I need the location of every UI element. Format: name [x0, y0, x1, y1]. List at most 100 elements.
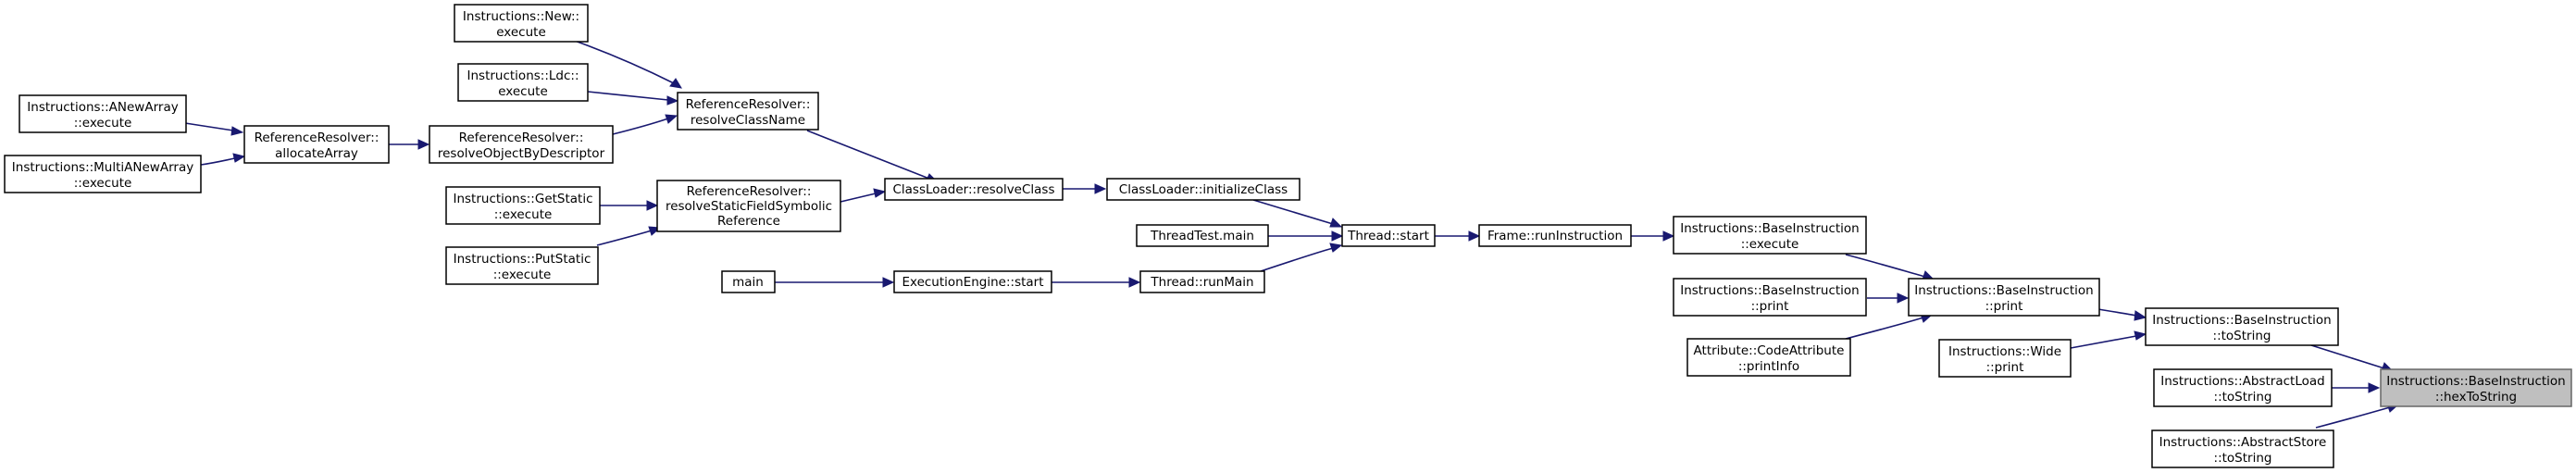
node-referenceresolver-resolvestaticfield[interactable]: ReferenceResolver:: resolveStaticFieldSy… [656, 180, 841, 232]
edge-frame-to-biexec [1631, 230, 1675, 242]
node-label-line: ::hexToString [2435, 390, 2517, 405]
node-label-line: ThreadTest.main [1150, 229, 1254, 243]
node-label-line: Reference [717, 214, 780, 229]
edge-ldc-to-resolveclassname [587, 91, 679, 106]
edge-runmain-to-tstart [1260, 243, 1343, 272]
edge-biprint2-to-biprint [1867, 293, 1910, 304]
node-referenceresolver-resolveobjectbydescriptor[interactable]: ReferenceResolver:: resolveObjectByDescr… [429, 125, 614, 164]
node-label-line: ::printInfo [1738, 359, 1799, 374]
node-label-line: ExecutionEngine::start [902, 275, 1043, 290]
edge-biexec-to-biprint [1845, 254, 1935, 280]
edges [184, 39, 2400, 429]
node-putstatic-execute[interactable]: Instructions::PutStatic ::execute [445, 246, 599, 285]
node-getstatic-execute[interactable]: Instructions::GetStatic ::execute [445, 186, 601, 225]
node-threadtest-main[interactable]: ThreadTest.main [1136, 224, 1269, 247]
node-label-line: ClassLoader::initializeClass [1119, 182, 1288, 197]
edge-clresolve-to-clinit [1063, 183, 1107, 194]
node-multianewarray-execute[interactable]: Instructions::MultiANewArray ::execute [4, 155, 202, 193]
node-baseinstruction-print[interactable]: Instructions::BaseInstruction ::print [1908, 278, 2100, 317]
node-label-line: Instructions::BaseInstruction [2152, 313, 2332, 328]
node-label-line: Thread::start [1347, 229, 1429, 243]
node-label-line: Instructions::Wide [1948, 344, 2061, 359]
node-label-line: resolveStaticFieldSymbolic [666, 199, 832, 214]
node-label-line: Instructions::BaseInstruction [1680, 221, 1860, 236]
edge-resolveobject-to-resolveclassname [612, 114, 678, 135]
node-label-line: Instructions::BaseInstruction [1914, 283, 2094, 298]
node-label-line: Instructions::PutStatic [454, 252, 591, 267]
node-label-line: Instructions::BaseInstruction [1680, 283, 1860, 298]
edge-new-to-resolveclassname [571, 39, 682, 89]
node-label-line: ::execute [74, 116, 132, 131]
node-label-line: ReferenceResolver:: [459, 131, 584, 145]
node-frame-runinstruction[interactable]: Frame::runInstruction [1478, 224, 1632, 247]
node-label-line: ::execute [74, 176, 132, 191]
edge-aload-to-hex [2331, 382, 2381, 393]
edge-eestart-to-runmain [1051, 277, 1141, 288]
node-thread-start[interactable]: Thread::start [1341, 224, 1436, 247]
edge-anewarray-to-allocatearray [184, 122, 244, 136]
nodes: Instructions::New:: execute Instructions… [4, 4, 2572, 468]
node-label-line: Instructions::BaseInstruction [2386, 374, 2566, 389]
edge-astore-to-hex [2315, 403, 2400, 429]
node-referenceresolver-allocatearray[interactable]: ReferenceResolver:: allocateArray [243, 125, 390, 164]
node-label-line: Thread::runMain [1150, 275, 1253, 290]
node-codeattribute-printinfo[interactable]: Attribute::CodeAttribute ::printInfo [1686, 338, 1851, 377]
node-new-execute[interactable]: Instructions::New:: execute [454, 4, 589, 43]
edge-resolveclassname-to-clresolve [806, 130, 940, 183]
node-executionengine-start[interactable]: ExecutionEngine::start [893, 270, 1052, 293]
node-baseinstruction-execute[interactable]: Instructions::BaseInstruction ::execute [1673, 216, 1867, 255]
node-label-line: resolveClassName [691, 113, 805, 128]
node-label-line: ::toString [2213, 329, 2271, 343]
edge-codeattr-to-biprint [1845, 313, 1934, 340]
node-abstractload-tostring[interactable]: Instructions::AbstractLoad ::toString [2153, 368, 2333, 407]
node-main[interactable]: main [721, 270, 776, 293]
node-referenceresolver-resolveclassname[interactable]: ReferenceResolver:: resolveClassName [677, 92, 819, 131]
node-label-line: ::toString [2214, 390, 2272, 405]
node-label-line: execute [496, 25, 546, 40]
node-label-line: Instructions::Ldc:: [467, 68, 579, 83]
node-baseinstruction-tostring[interactable]: Instructions::BaseInstruction ::toString [2145, 307, 2339, 346]
node-label-line: ReferenceResolver:: [255, 131, 380, 145]
node-anewarray-execute[interactable]: Instructions::ANewArray ::execute [19, 94, 187, 133]
edge-biprint-to-bitostr [2097, 308, 2147, 321]
edge-putstatic-to-resolvefield [596, 226, 662, 246]
node-label-line: ::execute [1741, 237, 1799, 252]
edge-multianew-to-allocatearray [200, 153, 246, 166]
edge-threadtest-to-tstart [1268, 230, 1344, 242]
edge-tstart-to-frame [1435, 230, 1481, 242]
node-ldc-execute[interactable]: Instructions::Ldc:: execute [457, 63, 589, 102]
node-label-line: ::execute [494, 207, 553, 222]
edge-main-to-eestart [775, 277, 895, 288]
node-abstractstore-tostring[interactable]: Instructions::AbstractStore ::toString [2151, 429, 2334, 468]
node-label-line: ReferenceResolver:: [686, 97, 811, 112]
node-label-line: Instructions::GetStatic [453, 192, 592, 206]
node-label-line: Instructions::New:: [463, 9, 579, 24]
node-label-line: execute [498, 84, 548, 99]
node-label-line: ::execute [493, 268, 552, 282]
node-label-line: Instructions::AbstractStore [2159, 435, 2327, 450]
node-label-line: ::print [1751, 299, 1789, 314]
node-label-line: ::toString [2214, 451, 2272, 466]
node-baseinstruction-hextostring[interactable]: Instructions::BaseInstruction ::hexToStr… [2380, 368, 2572, 407]
node-label-line: Instructions::ANewArray [27, 100, 178, 115]
edge-allocatearray-to-resolveobject [389, 139, 430, 150]
node-label-line: ReferenceResolver:: [687, 184, 812, 199]
node-label-line: Attribute::CodeAttribute [1694, 343, 1845, 358]
node-label-line: Frame::runInstruction [1487, 229, 1623, 243]
node-baseinstruction-print-caller[interactable]: Instructions::BaseInstruction ::print [1673, 278, 1867, 317]
node-wide-print[interactable]: Instructions::Wide ::print [1938, 339, 2072, 378]
node-thread-runmain[interactable]: Thread::runMain [1139, 270, 1265, 293]
node-classloader-resolveclass[interactable]: ClassLoader::resolveClass [884, 178, 1064, 201]
edge-wide-to-bitostr [2070, 330, 2147, 349]
edge-resolvefield-to-clresolve [840, 188, 887, 203]
node-label-line: ::print [1986, 360, 2024, 375]
node-label-line: main [732, 275, 764, 290]
edge-bitostr-to-hex [2310, 344, 2395, 372]
node-label-line: Instructions::AbstractLoad [2160, 374, 2324, 389]
node-label-line: resolveObjectByDescriptor [438, 146, 605, 161]
node-label-line: ::print [1985, 299, 2023, 314]
edge-getstatic-to-resolvefield [600, 200, 659, 211]
node-classloader-initializeclass[interactable]: ClassLoader::initializeClass [1106, 178, 1300, 201]
node-label-line: allocateArray [275, 146, 358, 161]
